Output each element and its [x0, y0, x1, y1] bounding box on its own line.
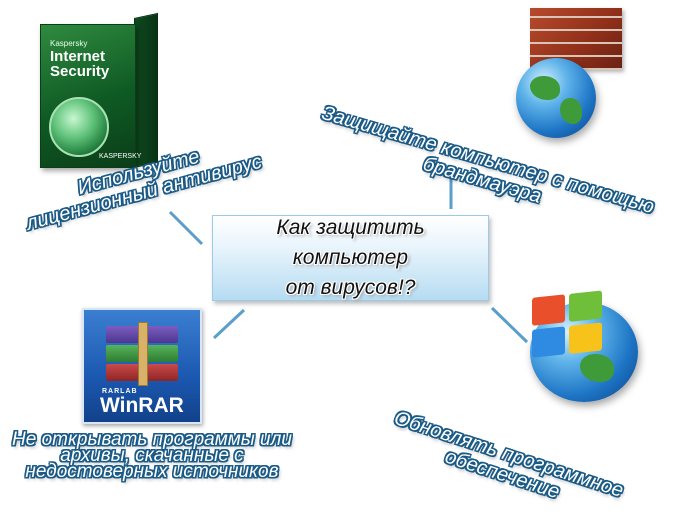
connector-lines [168, 165, 529, 344]
winrar-vendor: RARLAB [102, 388, 138, 395]
mind-map: Kaspersky Internet Security KASPERSKY RA… [12, 8, 657, 503]
firewall-globe-icon [508, 8, 628, 138]
branch-label-line: архивы, скачанные с [60, 445, 244, 466]
center-title: Как защитить компьютер от вирусов!? [228, 213, 473, 303]
winrar-name: WinRAR [100, 394, 184, 417]
center-title-line-2: от вирусов!? [285, 276, 416, 299]
winrar-frame: RARLAB WinRAR [82, 308, 202, 424]
branch-label-line: недостоверных источников [25, 461, 279, 482]
windows-pane-yellow [569, 322, 602, 354]
shield-icon [49, 97, 109, 157]
branch-label-line: Не открывать программы или [12, 429, 292, 450]
kaspersky-box-front: Kaspersky Internet Security KASPERSKY [40, 24, 141, 168]
center-title-line-1: Как защитить компьютер [276, 216, 425, 269]
globe-icon [516, 58, 596, 138]
windows-pane-blue [532, 326, 565, 358]
windows-pane-green [569, 290, 602, 322]
branch-label-files: Не открывать программы или архивы, скача… [12, 429, 292, 482]
winrar-archive-icon: RARLAB WinRAR [82, 308, 202, 426]
windows-globe-icon [520, 290, 650, 404]
center-node: Как защитить компьютер от вирусов!? [212, 215, 489, 301]
kaspersky-product: Internet Security [50, 48, 110, 80]
kaspersky-box-side [134, 12, 158, 169]
connector-update [490, 306, 529, 344]
connector-antivirus [168, 210, 204, 246]
kaspersky-box-icon: Kaspersky Internet Security KASPERSKY [40, 12, 160, 169]
continent-shape [560, 98, 582, 124]
continent-shape [530, 76, 560, 100]
kaspersky-brand: Kaspersky [50, 39, 88, 48]
windows-pane-red [532, 294, 565, 326]
kaspersky-vendor: KASPERSKY [99, 153, 142, 160]
windows-logo-icon [532, 290, 604, 360]
books-icon [106, 322, 178, 386]
connector-files [212, 308, 246, 340]
continent-shape [580, 354, 614, 382]
book-strap [138, 322, 148, 386]
